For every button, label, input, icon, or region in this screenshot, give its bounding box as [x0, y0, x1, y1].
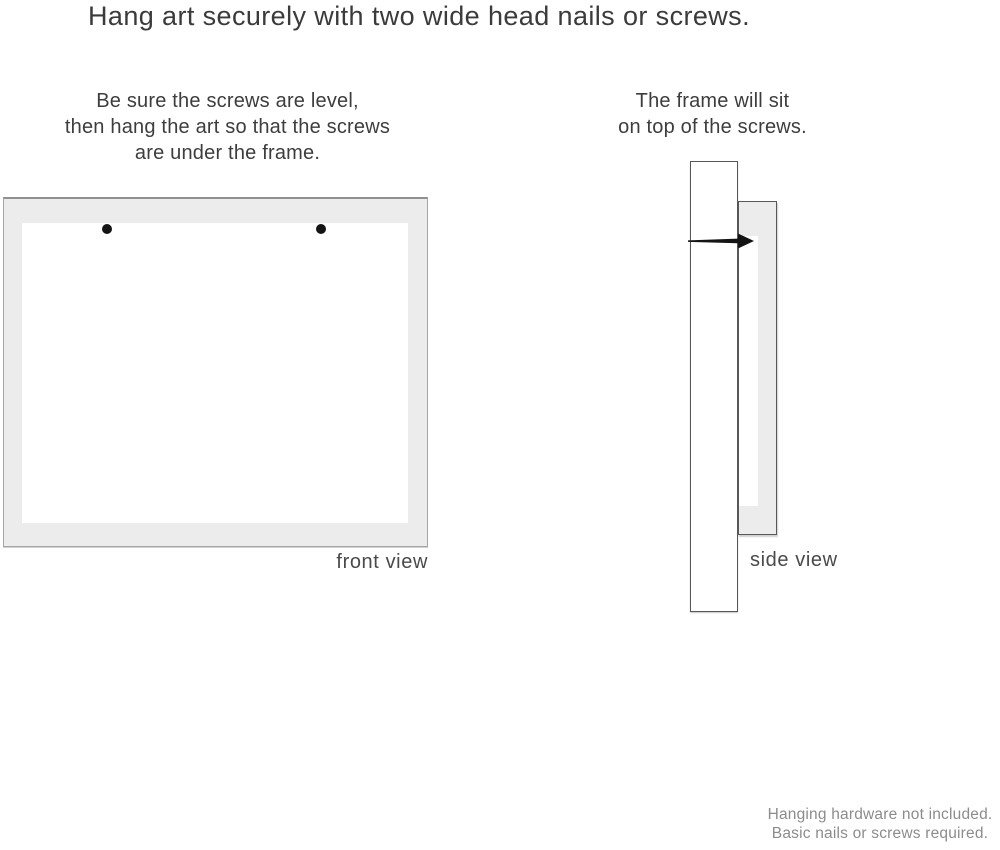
screw-dot-icon — [102, 224, 112, 234]
footnote: Hanging hardware not included. Basic nai… — [745, 806, 1000, 843]
side-view-instructions: The frame will sit on top of the screws. — [590, 88, 835, 140]
side-view-frame-opening — [739, 236, 758, 506]
front-view-frame — [3, 197, 428, 547]
instruction-line: are under the frame. — [134, 142, 321, 164]
instruction-line: The frame will sit — [635, 90, 790, 112]
front-view-instructions: Be sure the screws are level, then hang … — [30, 88, 425, 166]
instruction-line: on top of the screws. — [618, 116, 807, 138]
footnote-line: Hanging hardware not included. — [767, 806, 993, 823]
side-view-label: side view — [750, 549, 838, 571]
footnote-line: Basic nails or screws required. — [771, 824, 989, 842]
side-view-frame — [738, 201, 777, 535]
screw-dot-icon — [316, 224, 326, 234]
side-view-wall — [690, 161, 738, 612]
front-view-mat — [22, 223, 408, 523]
instruction-line: Be sure the screws are level, — [96, 90, 359, 112]
page-title: Hang art securely with two wide head nai… — [88, 1, 750, 31]
nail-icon — [688, 233, 754, 249]
front-view-label: front view — [336, 551, 428, 573]
instruction-line: then hang the art so that the screws — [64, 116, 391, 138]
